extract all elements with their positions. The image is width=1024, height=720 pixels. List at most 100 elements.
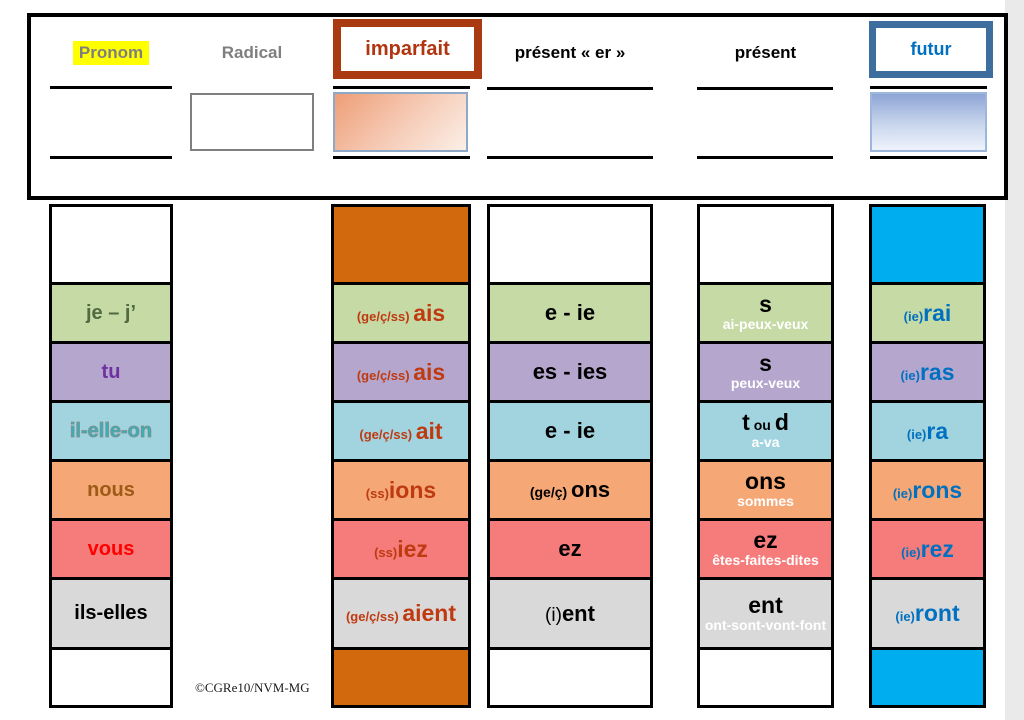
- ending-main: s: [759, 291, 772, 318]
- imparfait-ending-il: (ge/ç/ss) ait: [334, 400, 468, 459]
- pronoun-filler-top: [52, 207, 170, 282]
- ending-prefix: (ss): [365, 485, 389, 501]
- pronom-header-label: Pronom: [72, 41, 150, 65]
- present-er-filler-top: [490, 207, 650, 282]
- present-er-ending-je: e - ie: [490, 282, 650, 341]
- imparfait-underline-bottom: [333, 156, 470, 159]
- pronoun-column: je – j’ tu il-elle-on nous vous ils-elle…: [49, 204, 173, 708]
- ending-main: t: [742, 409, 750, 436]
- imparfait-ending-je: (ge/ç/ss) ais: [334, 282, 468, 341]
- irregular-verbs-note: êtes-faites-dites: [712, 552, 819, 569]
- futur-filler-top: [872, 207, 983, 282]
- present-er-underline-top: [487, 87, 653, 90]
- ending-main: e - ie: [544, 300, 596, 326]
- ending-main: ons: [745, 468, 786, 495]
- futur-ending-il: (ie)ra: [872, 400, 983, 459]
- ending-main: iez: [397, 535, 428, 562]
- imparfait-filler-bottom: [334, 647, 468, 705]
- imparfait-filler-top: [334, 207, 468, 282]
- futur-ending-nous: (ie)rons: [872, 459, 983, 518]
- ending-prefix: (ie): [900, 367, 920, 383]
- ending-main: rez: [920, 535, 954, 562]
- ending-prefix: (ie): [906, 426, 927, 442]
- pronom-underline-bottom: [50, 156, 172, 159]
- present-header-label: présent: [734, 43, 797, 62]
- present-er-column: e - ie es - ies e - ie (ge/ç) ons ez (i)…: [487, 204, 653, 708]
- ending-prefix: (ie): [903, 308, 924, 324]
- imparfait-underline-top: [333, 86, 470, 89]
- pronom-underline-top: [50, 86, 172, 89]
- imparfait-header-label: imparfait: [365, 37, 450, 60]
- pronoun-nous: nous: [52, 459, 170, 518]
- ending-main: ras: [919, 358, 955, 385]
- present-er-ending-vous: ez: [490, 518, 650, 577]
- ending-prefix: (ge/ç/ss): [356, 367, 414, 383]
- present-er-ending-ils: (i)ent: [490, 577, 650, 647]
- irregular-verbs-note: ai-peux-veux: [722, 316, 809, 333]
- imparfait-ending-vous: (ss)iez: [334, 518, 468, 577]
- present-underline-bottom: [697, 156, 833, 159]
- imparfait-ending-nous: (ss)ions: [334, 459, 468, 518]
- pronoun-il-elle-on: il-elle-on: [52, 400, 170, 459]
- futur-ending-vous: (ie)rez: [872, 518, 983, 577]
- copyright-text: ©CGRe10/NVM-MG: [195, 680, 310, 695]
- imparfait-header-box: imparfait: [333, 19, 482, 79]
- pronoun-vous: vous: [52, 518, 170, 577]
- ending-prefix: (ie): [901, 544, 921, 560]
- radical-header-label: Radical: [221, 43, 283, 62]
- present-er-ending-il: e - ie: [490, 400, 650, 459]
- ending-main: ront: [914, 600, 960, 627]
- futur-header-box: futur: [869, 21, 993, 78]
- irregular-verbs-note: ont-sont-vont-font: [704, 616, 827, 633]
- present-er-header-label: présent « er »: [514, 43, 626, 62]
- ending-prefix: (ge/ç/ss): [356, 308, 414, 324]
- ending-main: ais: [413, 358, 446, 385]
- futur-underline-bottom: [870, 156, 987, 159]
- pronoun-ils-elles: ils-elles: [52, 577, 170, 647]
- pronom-header: Pronom: [49, 40, 173, 66]
- imparfait-ending-tu: (ge/ç/ss) ais: [334, 341, 468, 400]
- ending-prefix: (ie): [892, 485, 913, 501]
- futur-ending-tu: (ie)ras: [872, 341, 983, 400]
- present-er-filler-bottom: [490, 647, 650, 705]
- ending-main: rons: [912, 476, 963, 503]
- radical-blank-box: [190, 93, 314, 151]
- ending-main: ions: [388, 476, 437, 503]
- futur-header-label: futur: [910, 39, 952, 59]
- ending-main: ons: [571, 477, 611, 503]
- present-er-underline-bottom: [487, 156, 653, 159]
- imparfait-ending-ils: (ge/ç/ss) aient: [334, 577, 468, 647]
- ending-main: es - ies: [532, 359, 608, 385]
- irregular-verbs-note: a-va: [751, 434, 780, 451]
- present-er-ending-nous: (ge/ç) ons: [490, 459, 650, 518]
- ending-main: ait: [415, 417, 443, 444]
- present-ending-tu: s peux-veux: [700, 341, 831, 400]
- ending-main: ais: [413, 299, 446, 326]
- ending-prefix: (ie): [895, 609, 915, 625]
- futur-color-swatch: [870, 92, 987, 152]
- ending-main: ez: [558, 536, 582, 562]
- ending-prefix: (i): [545, 604, 562, 626]
- page-edge-strip: [1005, 0, 1024, 720]
- present-filler-bottom: [700, 647, 831, 705]
- ending-main: ez: [753, 527, 778, 554]
- conjunction-ou: ou: [753, 417, 771, 434]
- ending-main: d: [774, 409, 789, 436]
- ending-main: s: [759, 350, 772, 377]
- ending-prefix: (ge/ç): [529, 484, 572, 501]
- present-ending-nous: ons sommes: [700, 459, 831, 518]
- irregular-verbs-note: sommes: [737, 493, 794, 510]
- present-ending-ils: ent ont-sont-vont-font: [700, 577, 831, 647]
- ending-main: e - ie: [544, 418, 596, 444]
- ending-prefix: (ss): [374, 544, 398, 560]
- futur-ending-ils: (ie)ront: [872, 577, 983, 647]
- futur-filler-bottom: [872, 647, 983, 705]
- irregular-verbs-note: peux-veux: [730, 375, 801, 392]
- futur-column: (ie)rai (ie)ras (ie)ra (ie)rons (ie)rez …: [869, 204, 986, 708]
- pronoun-filler-bottom: [52, 647, 170, 705]
- present-er-ending-tu: es - ies: [490, 341, 650, 400]
- ending-main: ent: [561, 600, 595, 626]
